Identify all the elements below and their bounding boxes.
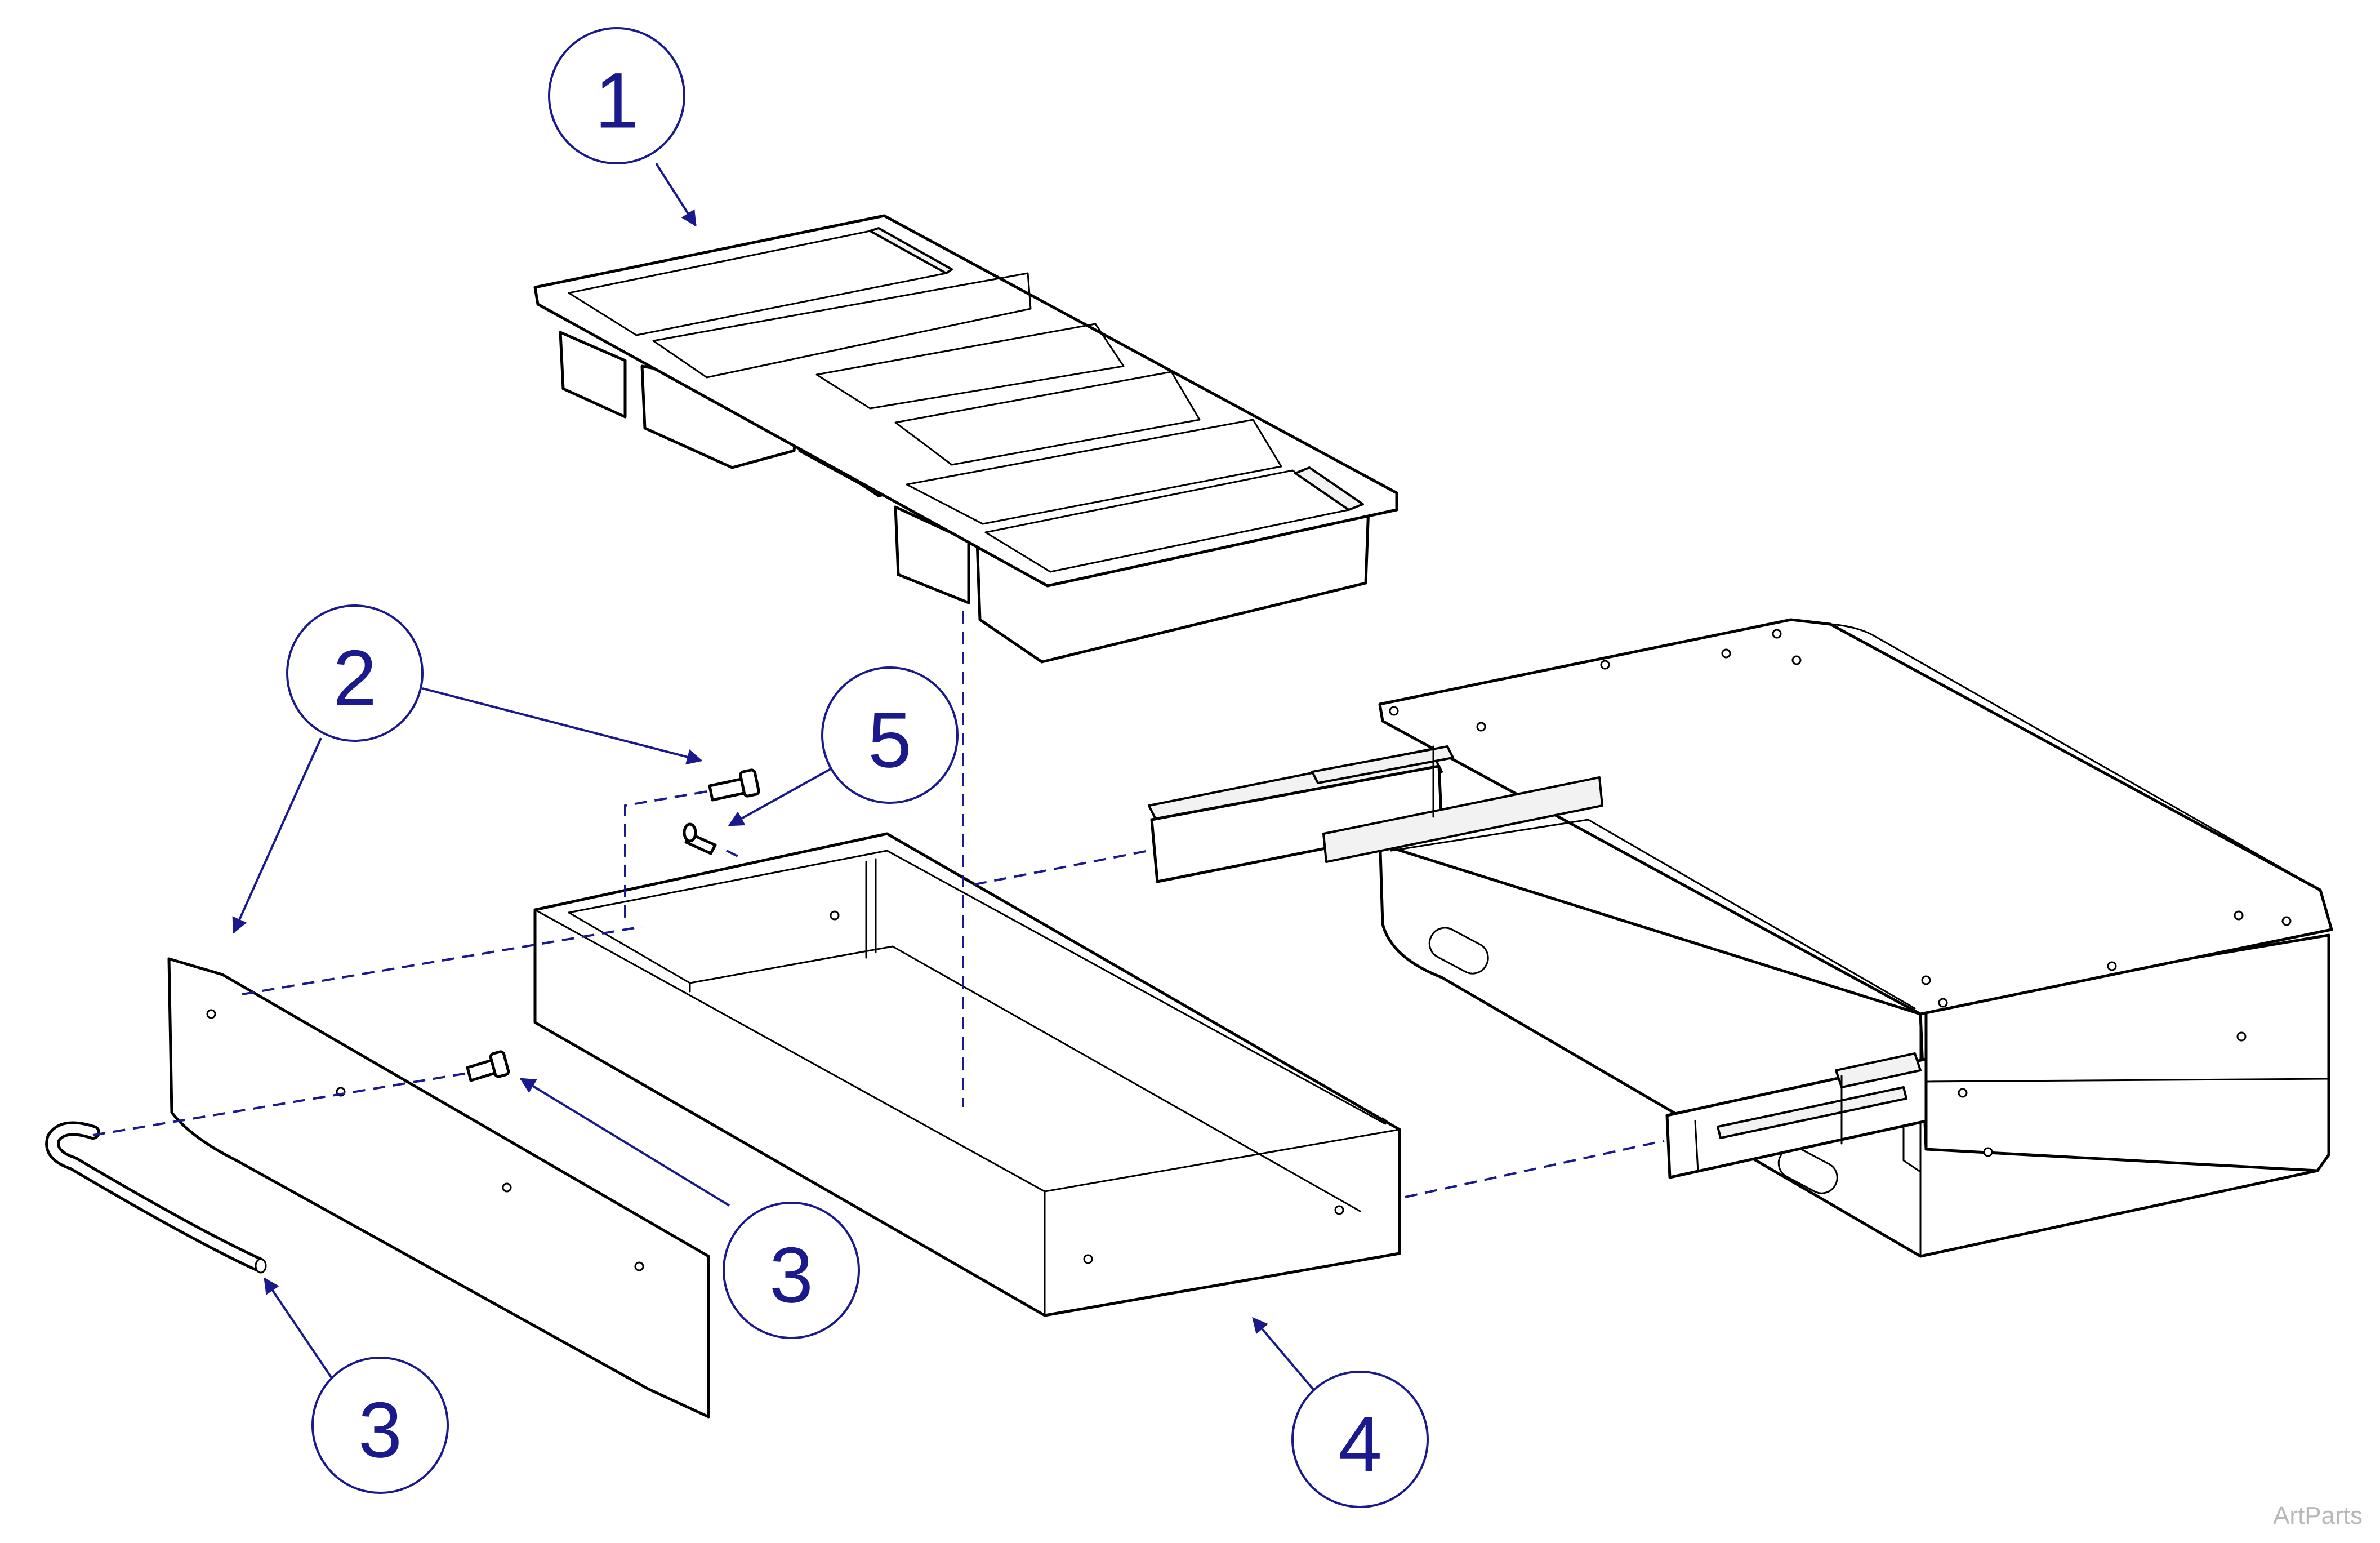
callout-4: 4: [1291, 1371, 1429, 1508]
watermark-text: ArtParts: [2273, 1502, 2363, 1529]
organizer-tray: [533, 214, 1398, 664]
assembly-lines: [92, 611, 1665, 1198]
callout-5-label: 5: [868, 696, 912, 784]
callout-2: 2: [286, 604, 424, 742]
drawer-handle-bar: [45, 1121, 267, 1274]
leader-lines: [232, 162, 1316, 1393]
screw-small: [683, 822, 717, 855]
screw-parts: [466, 768, 760, 1082]
callout-3a-label: 3: [769, 1231, 813, 1319]
screw-handle: [466, 1050, 510, 1082]
drawer-box: [533, 832, 1401, 1317]
callout-1: 1: [548, 27, 685, 164]
drawer-front-panel: [167, 957, 710, 1419]
screw-top: [708, 768, 760, 802]
callout-3-handle: 3: [311, 1357, 449, 1494]
callout-5: 5: [821, 666, 959, 804]
callout-4-label: 4: [1338, 1400, 1382, 1488]
callout-3-screw: 3: [723, 1202, 860, 1339]
callout-1-label: 1: [595, 56, 639, 145]
callout-3b-label: 3: [358, 1386, 402, 1474]
callout-2-label: 2: [333, 634, 377, 722]
drawer-cabinet-housing: [1148, 618, 2333, 1258]
